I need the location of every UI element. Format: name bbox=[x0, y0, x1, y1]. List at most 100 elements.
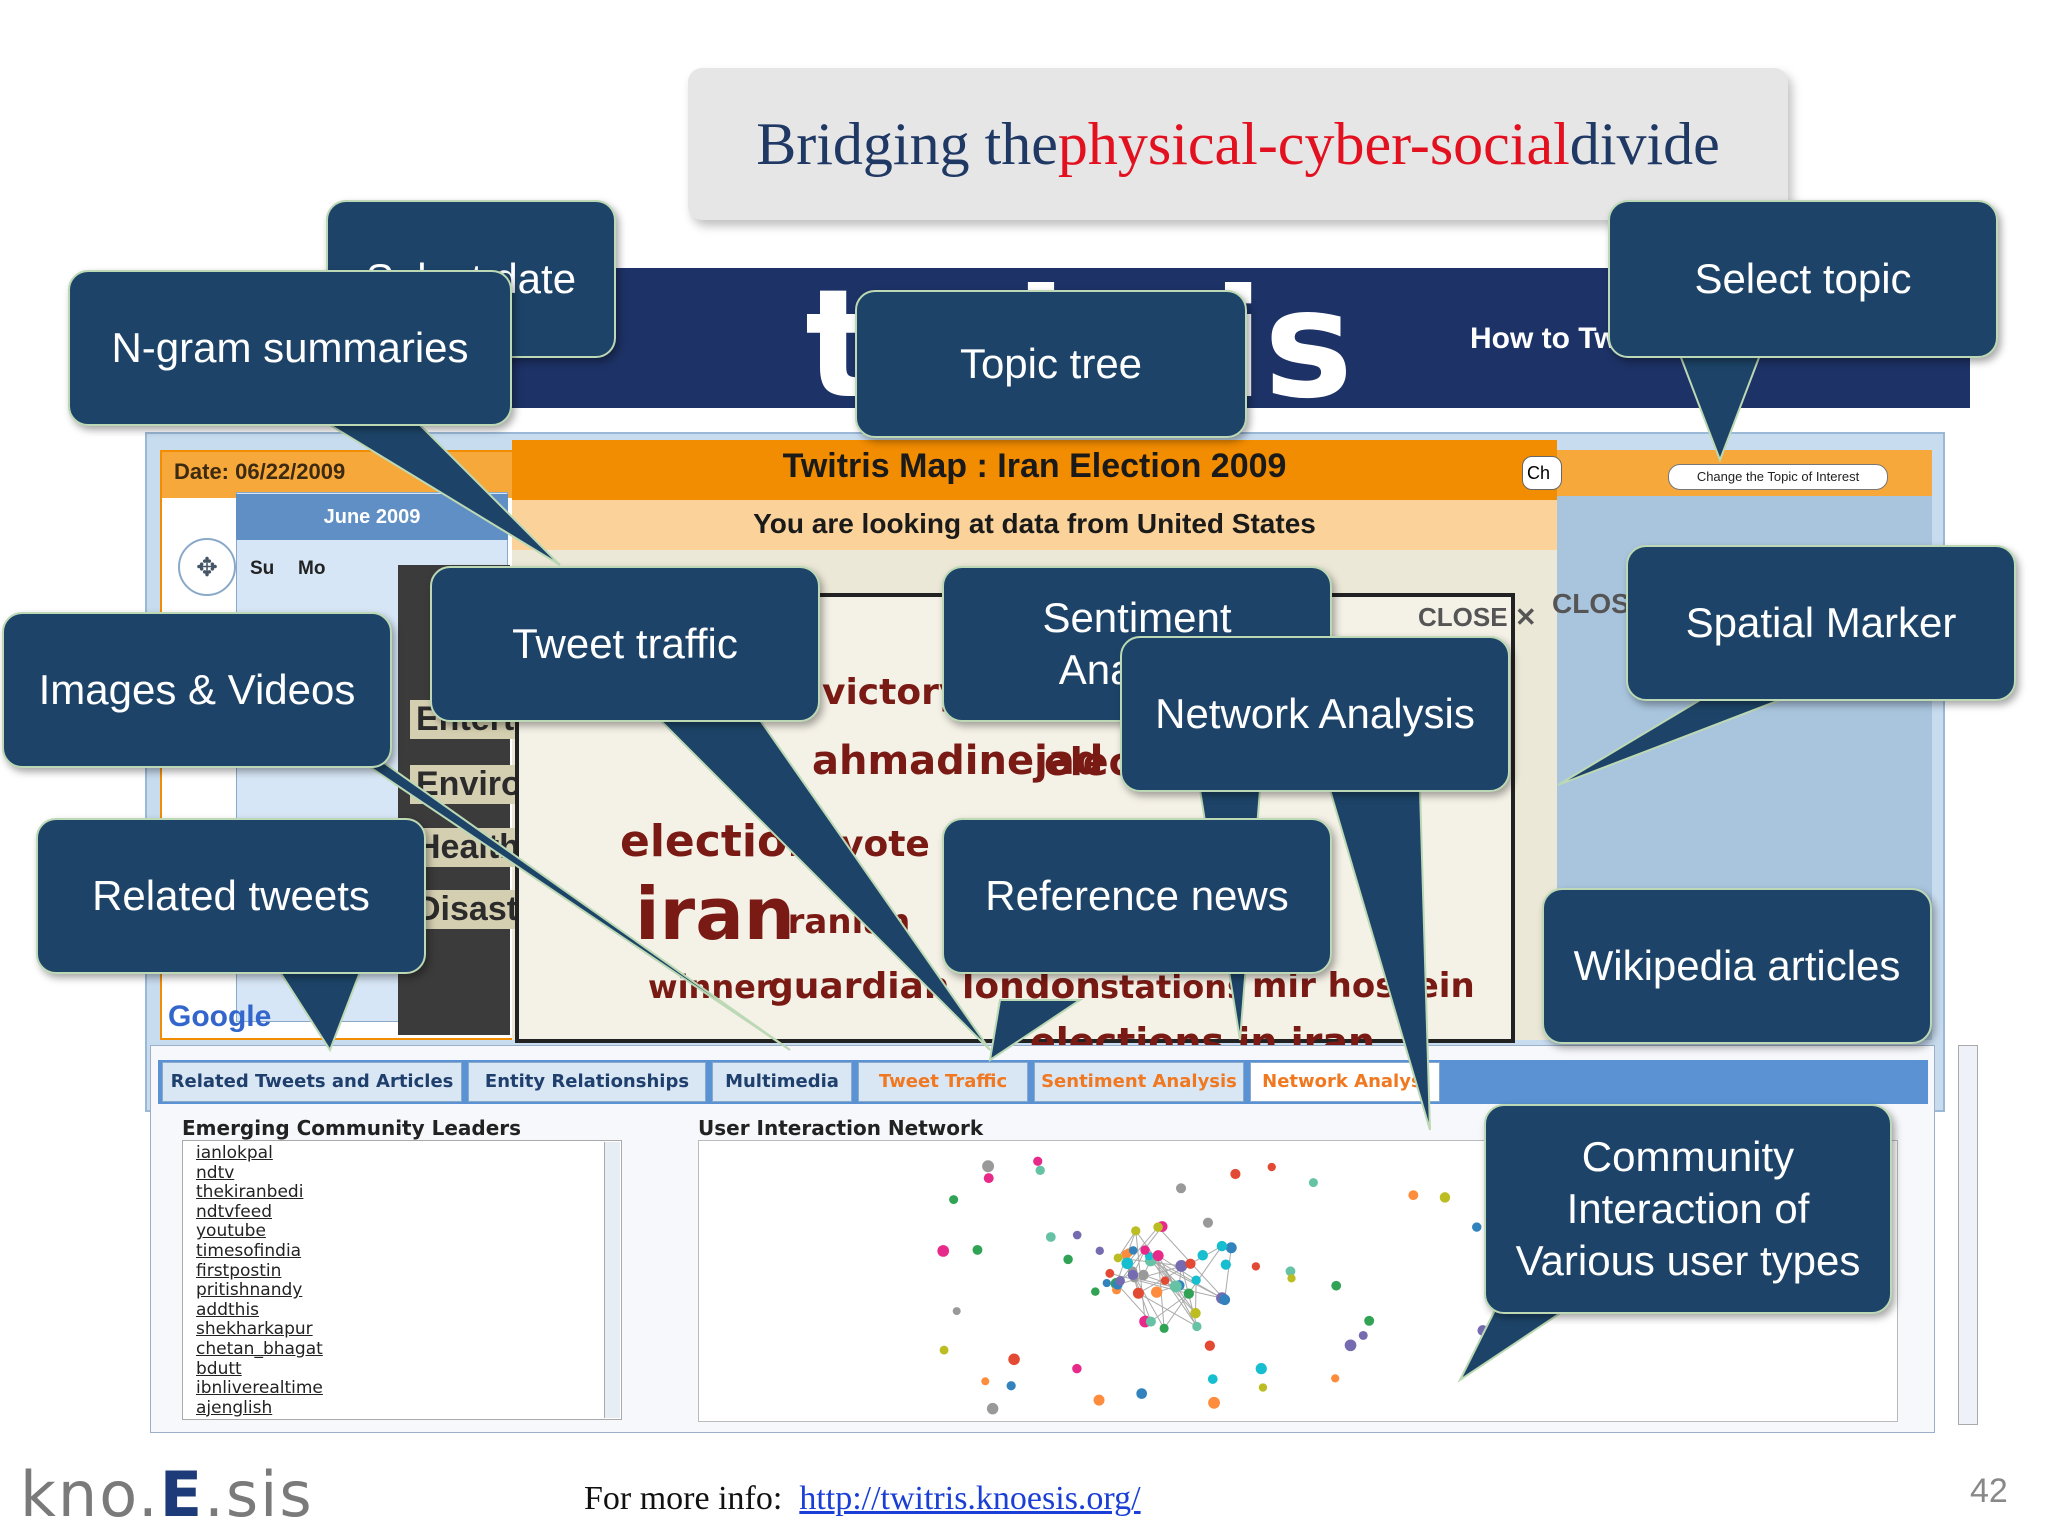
title-part3: divide bbox=[1569, 110, 1720, 177]
cloud-word[interactable]: ahmadinejad bbox=[812, 738, 1104, 784]
network-node bbox=[982, 1160, 995, 1173]
network-edge bbox=[1224, 1247, 1232, 1300]
network-node bbox=[1138, 1269, 1149, 1281]
leaders-scrollbar[interactable] bbox=[604, 1142, 620, 1418]
tail-spatial bbox=[1557, 699, 1781, 786]
callout-network: Network Analysis bbox=[1120, 636, 1510, 792]
network-node bbox=[1072, 1363, 1082, 1374]
network-node bbox=[1190, 1307, 1201, 1319]
network-edge bbox=[1163, 1245, 1223, 1329]
leader-link[interactable]: ajenglish bbox=[196, 1397, 273, 1418]
topic-item[interactable]: Health bbox=[410, 828, 526, 867]
leader-link[interactable]: bdutt bbox=[196, 1358, 242, 1379]
network-node bbox=[1192, 1321, 1202, 1332]
network-node bbox=[1220, 1259, 1231, 1270]
tab-network-analysis[interactable]: Network Analysi bbox=[1250, 1062, 1440, 1102]
pan-control-icon[interactable]: ✥ bbox=[178, 538, 236, 596]
network-node bbox=[1230, 1168, 1241, 1180]
leader-link[interactable]: ibnliverealtime bbox=[196, 1378, 323, 1399]
cloud-word[interactable]: winner bbox=[648, 968, 772, 1006]
leader-link[interactable]: ianlokpal bbox=[196, 1143, 273, 1163]
network-node bbox=[1033, 1156, 1043, 1166]
network-node bbox=[1095, 1246, 1104, 1256]
leader-link[interactable]: ndtv bbox=[196, 1162, 235, 1183]
panel-scrollbar[interactable] bbox=[1958, 1045, 1978, 1425]
tab-multimedia[interactable]: Multimedia bbox=[712, 1062, 852, 1102]
close-icon: ✕ bbox=[1514, 602, 1537, 632]
network-node bbox=[1185, 1258, 1196, 1269]
topic-item[interactable]: Enviro bbox=[410, 765, 528, 804]
network-node bbox=[1219, 1294, 1231, 1306]
network-node bbox=[1225, 1242, 1237, 1254]
network-node bbox=[1102, 1278, 1111, 1288]
close-button[interactable]: CLOSE ✕ bbox=[1418, 602, 1537, 633]
network-node bbox=[1128, 1246, 1138, 1255]
network-node bbox=[1255, 1363, 1267, 1375]
network-node bbox=[1439, 1192, 1451, 1203]
network-node bbox=[1285, 1266, 1296, 1277]
leader-link[interactable]: firstpostin bbox=[196, 1260, 282, 1281]
network-node bbox=[1331, 1280, 1342, 1291]
network-node bbox=[1113, 1253, 1123, 1263]
network-node bbox=[1331, 1374, 1340, 1383]
callout-related-tweets: Related tweets bbox=[36, 818, 426, 974]
network-node bbox=[1132, 1287, 1145, 1299]
change-topic-button[interactable]: Change the Topic of Interest bbox=[1668, 464, 1888, 490]
leader-link[interactable]: youtube bbox=[196, 1221, 266, 1242]
network-node bbox=[1197, 1250, 1208, 1261]
network-node bbox=[1035, 1165, 1045, 1176]
network-node bbox=[1207, 1374, 1218, 1384]
network-node bbox=[1105, 1268, 1115, 1278]
tab-related-tweets[interactable]: Related Tweets and Articles bbox=[162, 1062, 462, 1102]
leader-link[interactable]: shekharkapur bbox=[196, 1319, 313, 1340]
network-node bbox=[1408, 1190, 1419, 1201]
google-logo: Google bbox=[168, 1000, 272, 1033]
tail-ngram bbox=[326, 424, 561, 566]
callout-reference-news: Reference news bbox=[942, 818, 1332, 974]
network-graph bbox=[937, 1156, 1489, 1415]
tab-sentiment-analysis[interactable]: Sentiment Analysis bbox=[1034, 1062, 1244, 1102]
network-node bbox=[986, 1402, 999, 1415]
network-node bbox=[1045, 1232, 1056, 1242]
network-edge bbox=[1119, 1226, 1163, 1282]
cloud-word[interactable]: stations bbox=[1100, 968, 1247, 1006]
close-label: CLOSE bbox=[1418, 602, 1508, 632]
network-edge bbox=[1194, 1280, 1197, 1314]
network-node bbox=[1145, 1316, 1156, 1327]
network-node bbox=[1008, 1353, 1020, 1366]
ch-button[interactable]: Ch bbox=[1522, 456, 1562, 490]
tail-select-topic bbox=[1678, 354, 1762, 463]
network-node bbox=[1093, 1394, 1105, 1406]
footer-link[interactable]: http://twitris.knoesis.org/ bbox=[799, 1480, 1141, 1517]
leader-link[interactable]: ndtvfeed bbox=[196, 1201, 272, 1222]
callout-community: Community Interaction of Various user ty… bbox=[1484, 1104, 1892, 1314]
network-node bbox=[1175, 1259, 1188, 1272]
network-edge bbox=[1117, 1230, 1137, 1259]
how-to-link[interactable]: How to Tw bbox=[1470, 322, 1618, 355]
logo-left: kno. bbox=[20, 1458, 160, 1531]
leader-link[interactable]: timesofindia bbox=[196, 1241, 302, 1261]
callout-images-videos: Images & Videos bbox=[2, 612, 392, 768]
leader-link[interactable]: thekiranbedi bbox=[196, 1182, 304, 1203]
callout-tweet-traffic: Tweet traffic bbox=[430, 566, 820, 722]
cloud-word[interactable]: iran bbox=[635, 872, 796, 956]
callout-spatial: Spatial Marker bbox=[1626, 545, 2016, 701]
network-node bbox=[1169, 1280, 1182, 1293]
network-node bbox=[937, 1245, 950, 1257]
tab-entity-relationships[interactable]: Entity Relationships bbox=[468, 1062, 706, 1102]
network-edge bbox=[1117, 1284, 1152, 1322]
network-node bbox=[1151, 1286, 1163, 1298]
tab-tweet-traffic[interactable]: Tweet Traffic bbox=[858, 1062, 1028, 1102]
cloud-word[interactable]: victory bbox=[822, 672, 963, 713]
network-node bbox=[1115, 1276, 1125, 1286]
map-subtitle-bar bbox=[512, 500, 1557, 550]
network-node bbox=[1063, 1254, 1073, 1265]
network-node bbox=[1136, 1388, 1147, 1399]
network-edge bbox=[1126, 1226, 1159, 1264]
network-node bbox=[1175, 1183, 1187, 1194]
callout-select-topic: Select topic bbox=[1608, 200, 1998, 358]
leader-link[interactable]: chetan_bhagat bbox=[196, 1339, 323, 1359]
leader-link[interactable]: addthis bbox=[196, 1299, 260, 1320]
leader-link[interactable]: pritishnandy bbox=[196, 1280, 303, 1301]
close-button-2[interactable]: CLOS bbox=[1552, 588, 1630, 619]
